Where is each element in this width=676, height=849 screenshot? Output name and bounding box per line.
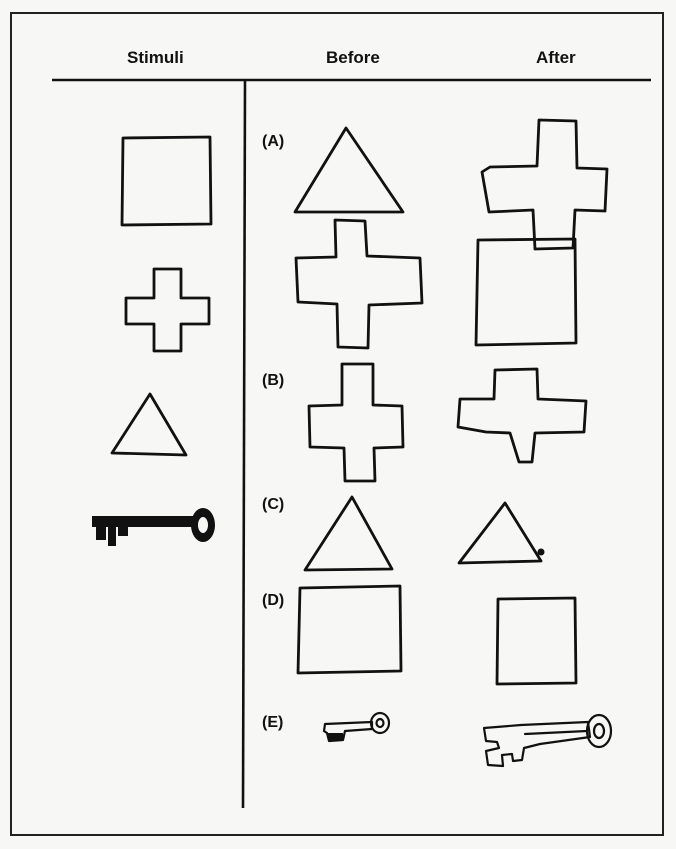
stimulus-triangle-icon — [112, 394, 186, 455]
stimulus-square-icon — [122, 137, 211, 225]
page-border — [11, 13, 663, 835]
row-c-after-ink-mark — [538, 549, 545, 556]
row-e-before-key-icon — [324, 713, 389, 741]
row-a-after-cross-icon — [482, 120, 607, 249]
row-b-after-cross-icon — [458, 369, 586, 462]
row-c-after-triangle-icon — [459, 503, 541, 563]
row-d-before-square-icon — [298, 586, 401, 673]
row-c-before-triangle-icon — [305, 497, 392, 570]
row-d-after-square-icon — [497, 598, 576, 684]
row-a-before-cross-icon — [296, 220, 422, 348]
column-divider — [243, 80, 245, 808]
stimulus-cross-icon — [126, 269, 209, 351]
row-b-before-cross-icon — [309, 364, 403, 481]
row-e-after-key-icon — [484, 715, 611, 766]
row-a-after-square-icon — [476, 239, 576, 345]
stimulus-key-icon — [92, 508, 215, 546]
row-a-before-triangle-icon — [295, 128, 403, 212]
